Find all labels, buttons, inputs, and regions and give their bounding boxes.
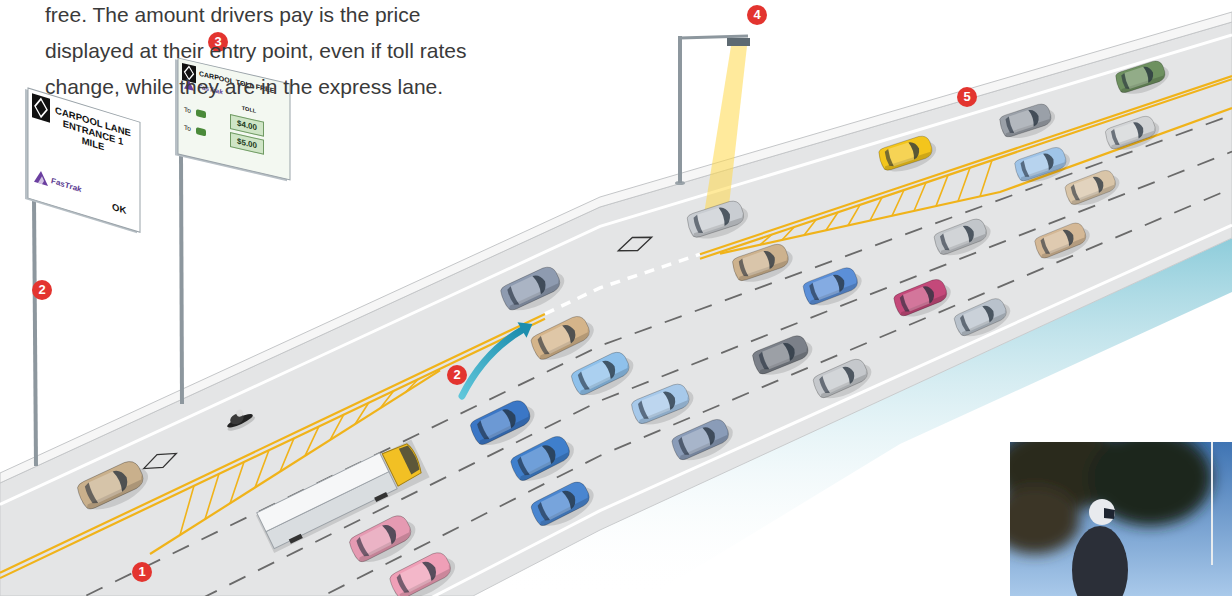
callout-circle: [957, 87, 977, 107]
callout-number: 1: [132, 562, 152, 582]
sign-face: [28, 88, 140, 232]
toll-reader: [727, 38, 750, 46]
callout-number: 2: [32, 280, 52, 300]
carpool-diamond: [616, 231, 655, 257]
car: [952, 294, 1015, 343]
motorcycle: [222, 405, 257, 434]
car: [1032, 219, 1094, 265]
car: [498, 262, 570, 318]
car: [750, 331, 817, 381]
lane-dash: [0, 152, 1232, 596]
gantry-arm: [680, 36, 748, 38]
sign-heading: CARPOOL LANE ENTRANCE 1 MILE: [52, 104, 134, 162]
fastrak-logo: [34, 169, 48, 186]
car: [811, 355, 877, 406]
double-yellow-line: [0, 314, 545, 573]
rider-body: [1072, 526, 1128, 596]
double-yellow-line: [0, 319, 545, 578]
trailer-top: [257, 453, 389, 532]
entrance-sign-panel: [25, 87, 140, 234]
fastrak-logo-stripe: [38, 175, 44, 185]
car: [730, 240, 797, 288]
car: [998, 101, 1059, 144]
car: [685, 197, 752, 245]
sign-pole: [181, 155, 182, 404]
toll-price: $5.00: [231, 133, 263, 153]
tree-blur: [1088, 442, 1212, 526]
car: [508, 431, 580, 489]
callout-circle: [32, 280, 52, 300]
tree-blur: [1010, 486, 1080, 554]
sign-pole: [34, 199, 36, 466]
car: [528, 477, 599, 534]
carpool-icon: [196, 109, 206, 118]
shoulder-line: [0, 35, 1232, 505]
car: [528, 311, 599, 368]
car: [1114, 58, 1173, 100]
truck-cab: [382, 441, 424, 486]
lane-change-arrow: [462, 330, 522, 396]
gantry-pole: [678, 36, 682, 183]
column-heading: TOLL: [232, 102, 266, 116]
carpool-diamond: [141, 447, 180, 475]
rider-helmet: [1089, 499, 1115, 525]
car: [569, 347, 639, 403]
entrance-sign: CARPOOL LANE ENTRANCE 1 MILE FasTrakOK: [28, 88, 140, 232]
helmet-visor: [1104, 508, 1115, 519]
truck-wheel: [374, 492, 388, 502]
car: [1103, 113, 1163, 156]
caption-text: free. The amount drivers pay is the pric…: [45, 0, 475, 105]
car: [876, 132, 939, 177]
truck-wheel: [289, 534, 303, 544]
shoulder-line: [300, 225, 1232, 596]
destination-text: To: [184, 123, 198, 134]
callout-circle: [747, 5, 767, 25]
car: [347, 510, 422, 570]
arrow-head: [518, 322, 533, 338]
toll-reader-beam: [704, 46, 747, 214]
truck-windshield: [399, 444, 422, 475]
lane-dash: [100, 188, 1232, 596]
car: [387, 547, 461, 596]
photo: [1010, 442, 1232, 596]
brand-name: FasTrak: [51, 176, 107, 202]
car: [1063, 166, 1124, 211]
callout-number: 2: [447, 365, 467, 385]
car: [891, 275, 955, 323]
carpool-icon: [196, 127, 206, 136]
car: [1012, 144, 1073, 188]
car: [74, 456, 154, 519]
destination-text: To: [184, 105, 198, 116]
car: [468, 395, 541, 453]
entry-zone-line: [545, 254, 700, 314]
callout-number: 4: [747, 5, 767, 25]
lane-dash: [0, 115, 1232, 596]
car: [801, 264, 866, 313]
photo-pole: [1211, 442, 1213, 565]
callout-number: 3: [208, 32, 228, 52]
callout-circle: [447, 365, 467, 385]
status-text: OK: [112, 202, 136, 220]
diamond-icon: [35, 97, 47, 119]
callout-circle: [132, 562, 152, 582]
callout-number: 5: [957, 87, 977, 107]
car: [669, 415, 738, 468]
rider-helmet: [235, 409, 244, 418]
car: [629, 379, 698, 431]
car: [932, 215, 995, 262]
